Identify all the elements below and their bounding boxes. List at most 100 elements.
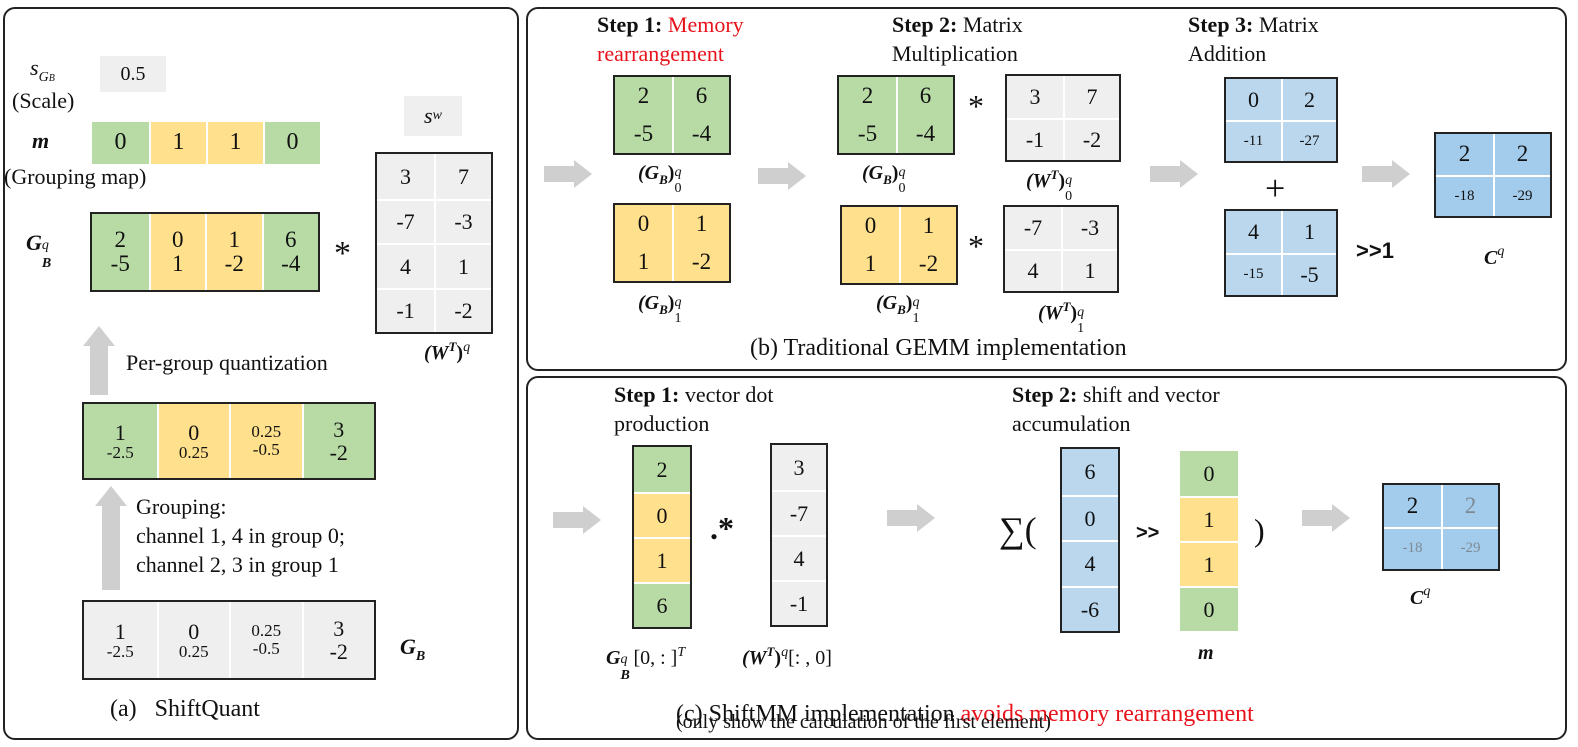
c-m-cell: 1 [1180, 496, 1238, 541]
b-r1-matrix: 4 1 -15 -5 [1224, 209, 1338, 297]
scale-symbol: sGB [30, 55, 55, 85]
b-g1-cell: -2 [899, 245, 956, 283]
panel-c-note: (only show the calculation of the first … [676, 711, 1051, 733]
gb-label: GB [400, 634, 426, 664]
right-arrow-icon [1332, 504, 1350, 532]
b-r0-cell: -27 [1281, 120, 1336, 161]
c-result-cell: -29 [1441, 527, 1498, 569]
c-m-cell: 1 [1180, 541, 1238, 586]
up-arrow-shaft [102, 505, 120, 590]
b-g0-cell: -4 [896, 115, 953, 153]
b-w1-cell: 4 [1005, 249, 1061, 291]
c-w-cell: 4 [772, 535, 826, 580]
c-w-cell: -1 [772, 580, 826, 625]
c-result-cell: 2 [1384, 485, 1441, 527]
c-prod-cell: 0 [1062, 494, 1118, 540]
grouping-line-3: channel 2, 3 in group 1 [136, 552, 339, 577]
b-g0-cell: 6 [896, 77, 953, 115]
c-g-cell: 6 [634, 582, 690, 627]
wq-cell: -3 [434, 198, 491, 243]
b-r1-cell: 4 [1226, 211, 1281, 253]
panel-b-caption: (b) Traditional GEMM implementation [750, 335, 1127, 361]
c-prod-cell: 4 [1062, 540, 1118, 586]
up-arrow-icon [83, 326, 115, 346]
b-r1-cell: -15 [1226, 253, 1281, 295]
c-result-cell: 2 [1441, 485, 1498, 527]
b-g1-cell: 1 [672, 205, 729, 243]
c-g-cell: 1 [634, 537, 690, 582]
c-shift: >> [1136, 522, 1160, 544]
b-g0-cell: -5 [839, 115, 896, 153]
grouped-cell: 0.25-0.5 [229, 404, 302, 478]
c-sum-open: ∑( [999, 510, 1037, 550]
b-r1-cell: -5 [1281, 253, 1336, 295]
b-c-cell: 2 [1493, 134, 1550, 175]
wq-cell: 7 [434, 154, 491, 199]
c-g-vector: 2 0 1 6 [632, 445, 692, 629]
gb-cell: 3-2 [301, 602, 374, 678]
right-arrow-shaft [887, 510, 917, 526]
m-cell: 0 [263, 122, 320, 164]
grouping-line-2: channel 1, 4 in group 0; [136, 523, 345, 548]
per-group-label: Per-group quantization [126, 350, 328, 375]
right-arrow-icon [917, 504, 935, 532]
b-w1-cell: -7 [1005, 207, 1061, 249]
b-r0-cell: 2 [1281, 79, 1336, 120]
b-g0-cell: -5 [615, 115, 672, 153]
gq-cell: 6-4 [261, 214, 318, 290]
b-w0-cell: 3 [1007, 76, 1063, 118]
up-arrow-shaft [90, 345, 108, 395]
gb-cell: 0.25-0.5 [229, 602, 302, 678]
wq-cell: -7 [377, 198, 434, 243]
multiply-symbol: * [334, 235, 351, 272]
c-close-paren: ) [1254, 512, 1265, 548]
b-c-matrix: 2 2 -18 -29 [1434, 132, 1552, 218]
right-arrow-icon [583, 506, 601, 534]
b-w0-cell: 7 [1063, 76, 1119, 118]
right-arrow-shaft [1150, 166, 1180, 182]
c-prod-vector: 6 0 4 -6 [1060, 447, 1120, 633]
b-multiply-2: * [968, 228, 984, 264]
wq-matrix: 3 7 -7 -3 4 1 -1 -2 [375, 152, 493, 334]
b-w0-cell: -2 [1063, 118, 1119, 160]
gq-cell: 2-5 [92, 214, 149, 290]
c-prod-cell: -6 [1062, 585, 1118, 631]
c-w-vector: 3 -7 4 -1 [770, 443, 828, 627]
b-w1-cell: -3 [1061, 207, 1117, 249]
m-cell: 1 [149, 122, 206, 164]
b-plus: + [1265, 168, 1286, 208]
grouping-line-1: Grouping: [136, 494, 227, 519]
right-arrow-icon [1392, 160, 1410, 188]
b-g1-cell: 0 [842, 207, 899, 245]
grouped-cell: 3-2 [301, 404, 374, 478]
c-dotmul: .* [710, 510, 734, 546]
panel-c-caption: (c) ShiftMM implementation avoids memory… [676, 700, 1254, 727]
wq-cell: -2 [434, 287, 491, 332]
right-arrow-icon [1180, 160, 1198, 188]
m-label: m [32, 128, 50, 153]
b-w0-matrix: 3 7 -1 -2 [1005, 74, 1121, 162]
b-g1-cell: 1 [899, 207, 956, 245]
c-result-label: Cq [1410, 584, 1431, 609]
b-g0-cell: 2 [615, 77, 672, 115]
wq-label: (WT)q [424, 339, 471, 364]
b-g1-cell: 0 [615, 205, 672, 243]
c-m-vector: 0 1 1 0 [1180, 451, 1238, 631]
b-g0-matrix: 2 6 -5 -4 [613, 75, 731, 155]
wq-cell: -1 [377, 287, 434, 332]
b-r1-cell: 1 [1281, 211, 1336, 253]
